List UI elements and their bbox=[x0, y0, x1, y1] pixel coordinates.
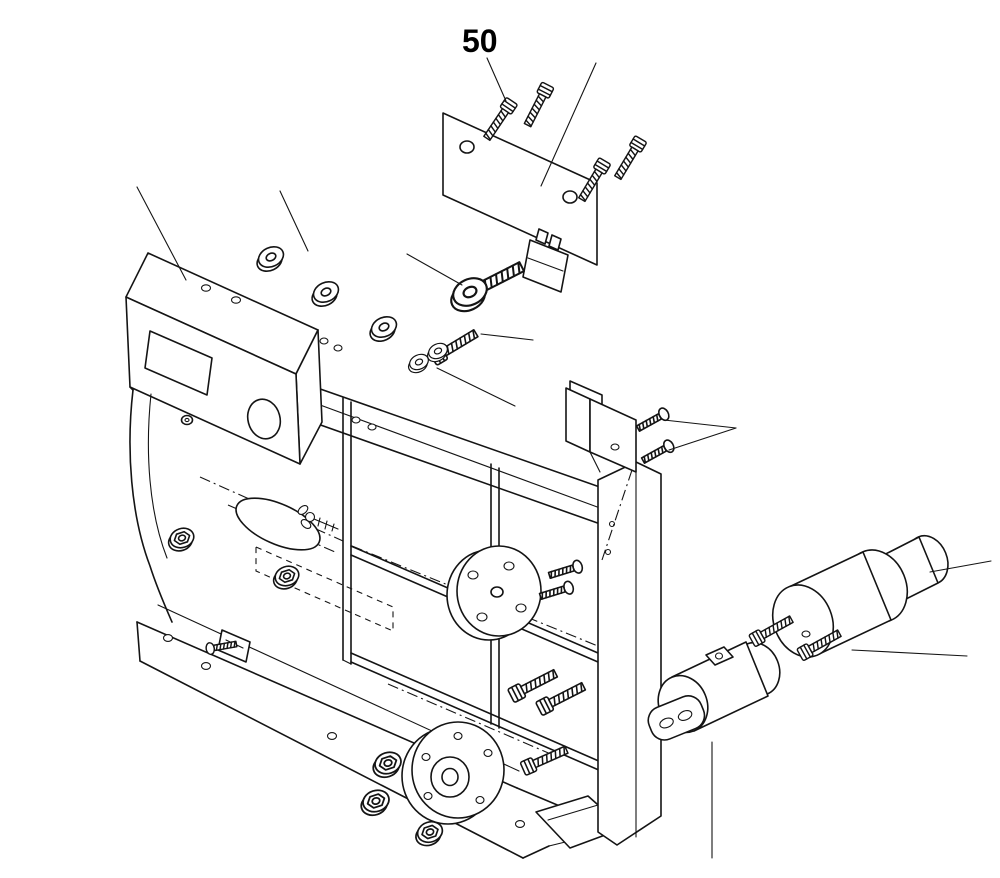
wing-screw bbox=[297, 505, 339, 532]
cap-screw-icon bbox=[519, 742, 571, 777]
bolt-with-washer bbox=[443, 257, 527, 318]
flange-nut-icon bbox=[368, 748, 406, 782]
mounting-bracket bbox=[565, 380, 637, 473]
base-clip bbox=[204, 629, 251, 663]
screw-with-washers bbox=[404, 326, 481, 377]
cap-screw-icon bbox=[611, 134, 648, 182]
oval-slot bbox=[235, 497, 321, 551]
stud-screw-icon bbox=[546, 558, 585, 583]
flange-nut-icon bbox=[164, 524, 198, 555]
leader-lines bbox=[136, 57, 992, 859]
washer-icon bbox=[251, 242, 289, 276]
terminal-connector bbox=[522, 228, 569, 293]
flange-nut-icon bbox=[269, 562, 303, 593]
hidden-outline bbox=[255, 546, 394, 632]
main-frame-left bbox=[129, 386, 194, 623]
cap-screw-icon bbox=[534, 678, 588, 717]
small-cylinder-solenoid bbox=[647, 641, 781, 741]
connector-face bbox=[647, 695, 706, 741]
cap-screw-icon bbox=[506, 665, 560, 704]
large-cylinder-motor bbox=[771, 534, 949, 658]
stud-screw-icon bbox=[537, 579, 576, 604]
right-post bbox=[597, 461, 662, 846]
callout-50-label: 50 bbox=[462, 23, 498, 59]
washer-icon bbox=[364, 312, 402, 346]
bracket-screw-icon bbox=[639, 437, 677, 467]
center-flange-disc bbox=[446, 545, 585, 641]
washer-icon bbox=[306, 277, 344, 311]
cap-screw-icon bbox=[480, 96, 519, 143]
mounting-plate bbox=[442, 112, 598, 266]
cap-screw-icon bbox=[520, 81, 555, 129]
flange-nut-icon bbox=[356, 786, 394, 820]
bearing-flange bbox=[401, 721, 505, 825]
control-box bbox=[125, 252, 343, 465]
